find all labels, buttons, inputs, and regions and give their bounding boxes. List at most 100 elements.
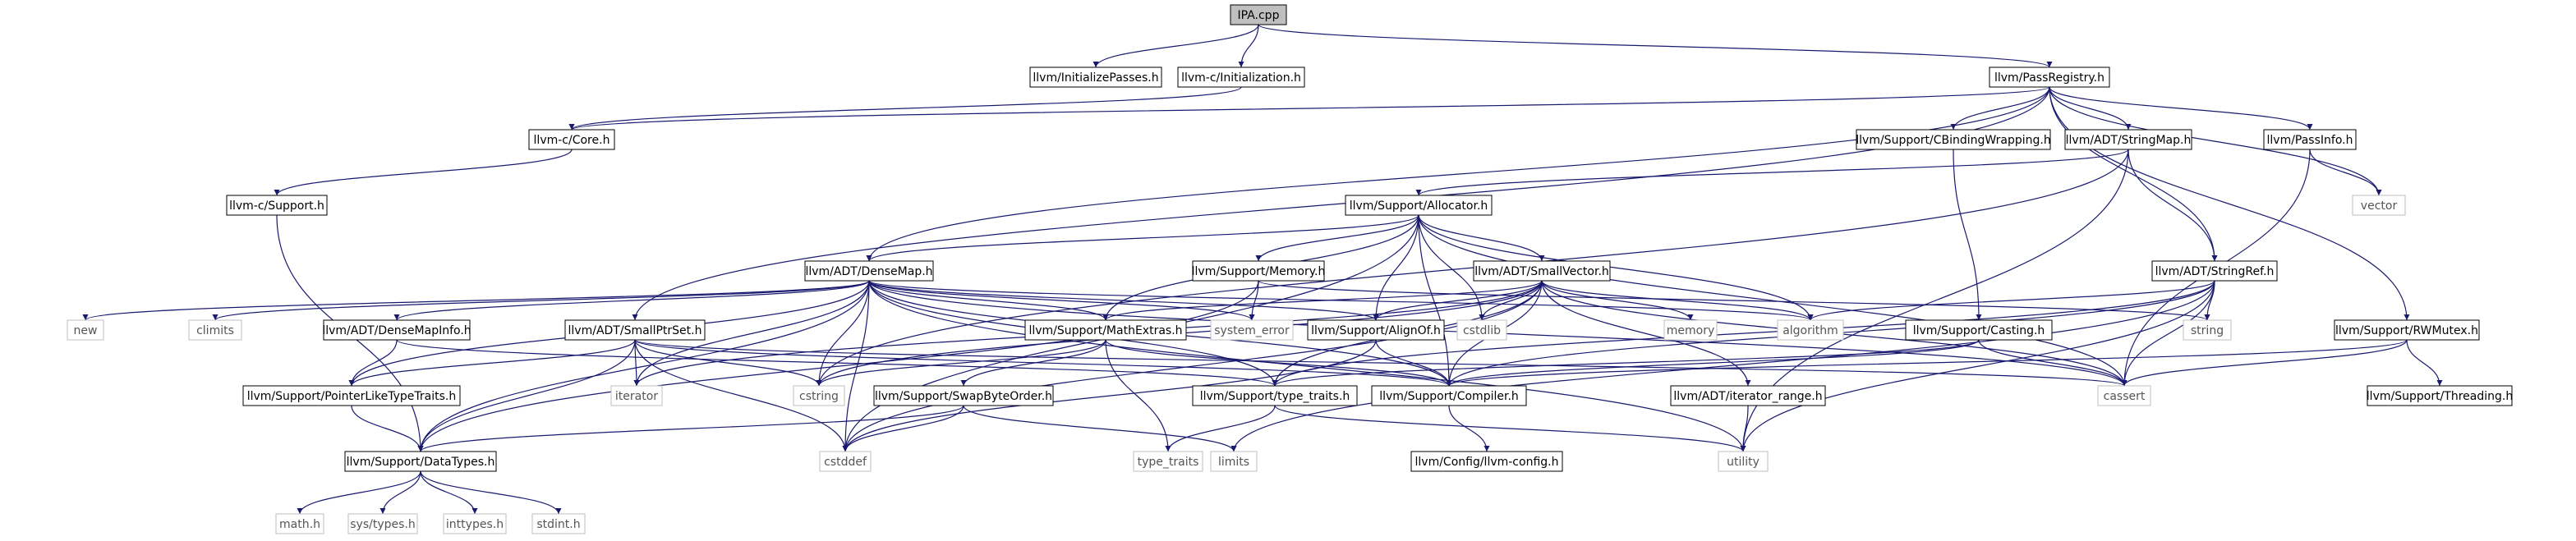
node-box: [873, 385, 1054, 406]
edge-mathextras_h-to-cstring: [816, 339, 1106, 387]
node-iterator_range_h[interactable]: llvm/ADT/iterator_range.h: [1670, 385, 1826, 406]
node-box: [1473, 260, 1611, 282]
node-swapbyteorder_h[interactable]: llvm/Support/SwapByteOrder.h: [873, 385, 1054, 406]
node-box: [1718, 451, 1769, 472]
node-box: [2334, 319, 2480, 341]
edge-passregistry_h-to-cbindingwrapping_h: [1950, 86, 2050, 131]
edge-densemap_h-to-datatypes_h: [417, 280, 870, 452]
edge-stringref_h-to-type_traits_h: [1272, 280, 2215, 387]
node-box: [1345, 195, 1493, 216]
node-smallptrset_h[interactable]: llvm/ADT/SmallPtrSet.h: [564, 319, 706, 341]
edge-smallptrset_h-to-cstring: [634, 339, 822, 387]
node-label: llvm/Support/SwapByteOrder.h: [875, 390, 1052, 403]
edge-stringref_h-to-cassert: [2121, 280, 2215, 387]
node-label: new: [74, 324, 98, 337]
node-label: llvm/Support/Compiler.h: [1379, 390, 1519, 403]
edge-smallvector_h-to-alignof_h: [1373, 280, 1543, 321]
edge-datatypes_h-to-inttypes_h: [420, 470, 478, 515]
node-label: llvm/PassRegistry.h: [1994, 71, 2104, 85]
node-llvm_config_h[interactable]: llvm/Config/llvm-config.h: [1410, 451, 1563, 472]
node-box: [344, 451, 497, 472]
node-passinfo_h[interactable]: llvm/PassInfo.h: [2263, 129, 2357, 150]
edge-mathextras_h-to-type_traits: [1105, 339, 1171, 452]
node-c_core_h[interactable]: llvm-c/Core.h: [528, 129, 615, 150]
node-compiler_h[interactable]: llvm/Support/Compiler.h: [1371, 385, 1527, 406]
node-label: algorithm: [1782, 324, 1838, 337]
node-label: llvm/Support/DataTypes.h: [347, 456, 495, 469]
node-label: llvm/ADT/StringMap.h: [2066, 134, 2192, 147]
node-label: system_error: [1214, 324, 1290, 337]
node-vector: vector: [2352, 195, 2406, 216]
node-box: [242, 385, 461, 406]
edge-densemap_h-to-densemapinfo_h: [393, 280, 870, 321]
node-label: llvm/Support/AlignOf.h: [1311, 324, 1441, 337]
edge-densemap_h-to-system_error: [868, 280, 1255, 321]
node-box: [1133, 451, 1203, 472]
edge-densemapinfo_h-to-pointerliketypetraits_h: [348, 339, 398, 387]
edge-swapbyteorder_h-to-limits: [963, 405, 1237, 452]
node-smallvector_h[interactable]: llvm/ADT/SmallVector.h: [1473, 260, 1611, 282]
node-box: [1029, 66, 1162, 88]
node-casting_h[interactable]: llvm/Support/Casting.h: [1905, 319, 2053, 341]
node-pointerliketypetraits_h[interactable]: llvm/Support/PointerLikeTypeTraits.h: [242, 385, 461, 406]
edge-ipa_cpp-to-initializepasses_h: [1092, 24, 1259, 68]
node-label: cstdlib: [1463, 324, 1501, 337]
node-utility: utility: [1718, 451, 1769, 472]
node-threading_h[interactable]: llvm/Support/Threading.h: [2367, 385, 2513, 406]
node-datatypes_h[interactable]: llvm/Support/DataTypes.h: [344, 451, 497, 472]
node-stringmap_h[interactable]: llvm/ADT/StringMap.h: [2064, 129, 2192, 150]
node-mathextras_h[interactable]: llvm/Support/MathExtras.h: [1024, 319, 1187, 341]
node-rwmutex_h[interactable]: llvm/Support/RWMutex.h: [2334, 319, 2480, 341]
node-c_support_h[interactable]: llvm-c/Support.h: [226, 195, 328, 216]
node-label: llvm/Support/RWMutex.h: [2335, 324, 2478, 337]
node-label: cassert: [2104, 390, 2146, 403]
edge-densemap_h-to-algorithm: [868, 280, 1814, 321]
node-densemap_h[interactable]: llvm/ADT/DenseMap.h: [804, 260, 934, 282]
node-alignof_h[interactable]: llvm/Support/AlignOf.h: [1307, 319, 1445, 341]
node-label: memory: [1667, 324, 1715, 337]
edge-casting_h-to-compiler_h: [1446, 339, 1980, 387]
edge-allocator_h-to-densemap_h: [866, 214, 1419, 262]
node-densemapinfo_h[interactable]: llvm/ADT/DenseMapInfo.h: [322, 319, 472, 341]
node-box: [1410, 451, 1563, 472]
node-box: [1989, 66, 2110, 88]
edge-datatypes_h-to-math_h: [297, 470, 421, 515]
node-label: llvm/Support/MathExtras.h: [1028, 324, 1182, 337]
node-type_traits_h[interactable]: llvm/Support/type_traits.h: [1192, 385, 1358, 406]
node-memory_h[interactable]: llvm/Support/Memory.h: [1192, 260, 1326, 282]
node-ipa_cpp[interactable]: IPA.cpp: [1230, 4, 1287, 25]
edge-densemap_h-to-climits: [212, 280, 870, 321]
node-box: [1210, 451, 1258, 472]
node-box: [1192, 260, 1325, 282]
node-new: new: [67, 319, 104, 341]
node-label: llvm/ADT/SmallPtrSet.h: [568, 324, 702, 337]
edge-rwmutex_h-to-threading_h: [2406, 339, 2443, 387]
node-box: [793, 385, 845, 406]
edge-smallptrset_h-to-compiler_h: [634, 339, 1452, 387]
node-initializepasses_h[interactable]: llvm/InitializePasses.h: [1029, 66, 1162, 88]
node-label: vector: [2361, 199, 2398, 213]
edge-smallvector_h-to-memory: [1541, 280, 1694, 321]
node-label: llvm/PassInfo.h: [2267, 134, 2353, 147]
edge-ipa_cpp-to-c_initialization_h: [1238, 24, 1259, 68]
node-stringref_h[interactable]: llvm/ADT/StringRef.h: [2151, 260, 2278, 282]
edge-smallptrset_h-to-pointerliketypetraits_h: [348, 339, 636, 387]
node-box: [528, 129, 615, 150]
node-passregistry_h[interactable]: llvm/PassRegistry.h: [1989, 66, 2110, 88]
node-label: llvm/ADT/iterator_range.h: [1673, 390, 1822, 403]
edge-pointerliketypetraits_h-to-datatypes_h: [351, 405, 424, 452]
node-box: [2151, 260, 2278, 282]
node-box: [2263, 129, 2357, 150]
node-label: cstddef: [824, 456, 867, 469]
node-c_initialization_h[interactable]: llvm-c/Initialization.h: [1177, 66, 1305, 88]
node-label: llvm/Support/Threading.h: [2367, 390, 2513, 403]
edge-swapbyteorder_h-to-cstddef: [842, 405, 964, 452]
edge-passregistry_h-to-c_core_h: [568, 86, 2050, 131]
node-allocator_h[interactable]: llvm/Support/Allocator.h: [1345, 195, 1493, 216]
node-algorithm: algorithm: [1777, 319, 1844, 341]
node-label: llvm/ADT/StringRef.h: [2155, 265, 2275, 278]
edge-casting_h-to-type_traits_h: [1272, 339, 1980, 387]
node-limits: limits: [1210, 451, 1258, 472]
node-cbindingwrapping_h[interactable]: llvm/Support/CBindingWrapping.h: [1856, 129, 2051, 150]
